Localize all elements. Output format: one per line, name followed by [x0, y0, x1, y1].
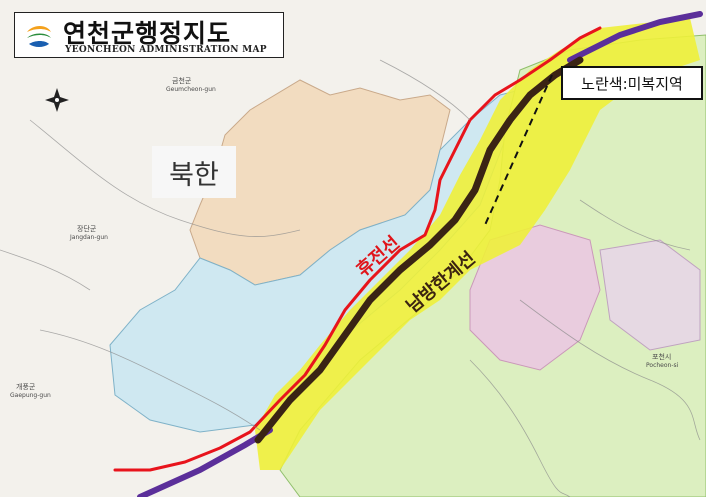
- place-pocheon-rom: Pocheon-si: [646, 362, 679, 369]
- pink-district: [469, 224, 601, 371]
- unrecovered-area-legend: 노란색:미복지역: [561, 66, 703, 100]
- place-pocheon: 포천시: [652, 353, 672, 361]
- place-geumcheon-rom: Geumcheon-gun: [166, 86, 216, 93]
- unrecovered-zone: [255, 18, 700, 470]
- pink-district-east: [599, 239, 701, 351]
- place-geumcheon: 금천군: [172, 77, 192, 85]
- place-gaepung: 개풍군: [16, 383, 36, 391]
- map-title-korean: 연천군행정지도: [63, 19, 232, 48]
- compass-icon: [45, 88, 69, 112]
- dmz-line: [113, 26, 602, 472]
- place-gaepung-rom: Gaepung-gun: [10, 392, 51, 399]
- place-jangdan-rom: Jangdan-gun: [70, 234, 108, 241]
- southern-boundary-line: [254, 56, 584, 444]
- place-jangdan: 장단군: [77, 225, 97, 233]
- unrecovered-area-legend-text: 노란색:미복지역: [581, 74, 683, 93]
- roads: [0, 59, 701, 497]
- north-korea-label: 북한: [152, 146, 236, 198]
- yeoncheon-logo-icon: [23, 20, 55, 52]
- map-title-english: YEONCHEON ADMINISTRATION MAP: [65, 45, 267, 55]
- map-title-box: 연천군행정지도 YEONCHEON ADMINISTRATION MAP: [14, 12, 284, 58]
- dashed-line: [484, 74, 553, 226]
